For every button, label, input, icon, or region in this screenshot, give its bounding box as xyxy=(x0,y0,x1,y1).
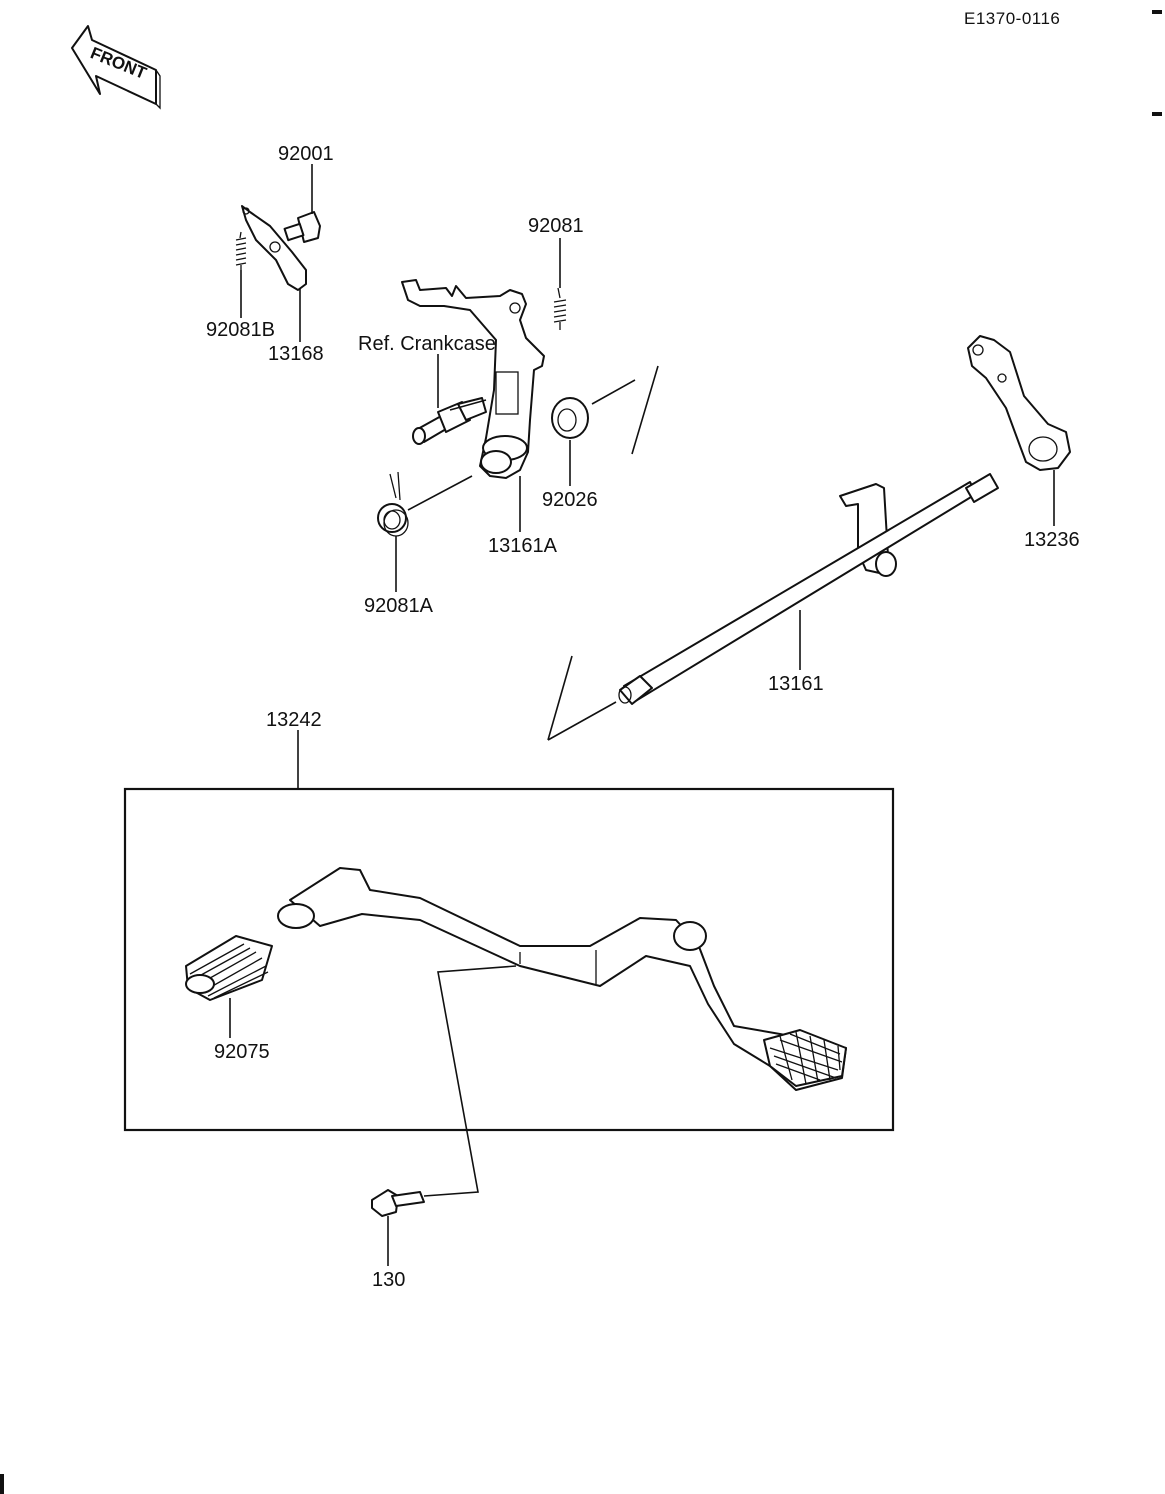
spring-92081 xyxy=(553,287,567,330)
reference-label: Ref. Crankcase xyxy=(358,333,496,355)
registration-mark xyxy=(1152,10,1162,14)
alignment-lines xyxy=(407,365,659,741)
part-label-13168: 13168 xyxy=(268,343,324,365)
pedal-assembly-box xyxy=(123,787,895,1132)
part-label-92075: 92075 xyxy=(214,1041,270,1063)
collar-92026 xyxy=(551,397,589,439)
pedal-rubber-92075 xyxy=(185,935,273,1001)
part-label-13236: 13236 xyxy=(1024,529,1080,551)
shift-arm-13161A xyxy=(401,279,545,479)
part-label-92081B: 92081B xyxy=(206,319,275,341)
part-label-13242: 13242 xyxy=(266,709,322,731)
part-label-13161A: 13161A xyxy=(488,535,558,557)
part-label-130: 130 xyxy=(372,1269,405,1291)
registration-mark xyxy=(1152,112,1162,116)
shift-arm-13236 xyxy=(967,335,1071,471)
shift-pedal xyxy=(277,867,847,1091)
part-label-13161: 13161 xyxy=(768,673,824,695)
part-label-92026: 92026 xyxy=(542,489,598,511)
part-label-92081A: 92081A xyxy=(364,595,434,617)
crankcase-bolt xyxy=(412,397,487,445)
leader-lines xyxy=(229,164,1055,1266)
bolt-92001 xyxy=(283,211,321,243)
shift-shaft-13161 xyxy=(618,473,999,705)
front-arrow-icon: FRONT xyxy=(71,25,161,110)
pedal-footpad xyxy=(763,1029,847,1087)
bolt-130 xyxy=(371,1189,425,1217)
part-label-92081: 92081 xyxy=(528,215,584,237)
stopper-lever-13168 xyxy=(241,205,307,291)
registration-mark xyxy=(0,1474,4,1494)
part-label-92001: 92001 xyxy=(278,143,334,165)
torsion-spring-92081A xyxy=(377,471,409,537)
spring-92081B xyxy=(235,231,247,270)
diagram-code: E1370-0116 xyxy=(964,9,1060,28)
